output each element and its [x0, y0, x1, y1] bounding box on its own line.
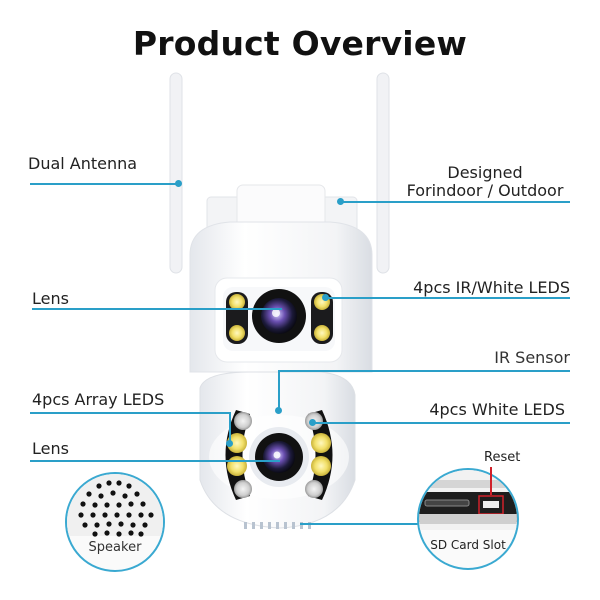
leader-line-white-leds — [312, 422, 570, 424]
leader-dot-white-leds — [309, 419, 316, 426]
antenna-left — [169, 72, 183, 274]
leader-line-designed — [340, 201, 570, 203]
leader-line-ir-sensor — [278, 370, 570, 372]
leader-dot-array-leds — [226, 440, 233, 447]
sd-card-label: SD Card Slot — [430, 538, 506, 552]
leader-dot-designed — [337, 198, 344, 205]
speaker-grill-icon — [67, 474, 163, 537]
leader-line-sd-card — [300, 523, 420, 525]
label-array-leds: 4pcs Array LEDS — [32, 390, 165, 409]
leader-line-lens-top — [32, 308, 282, 310]
label-designed-line2: Forindoor / Outdoor — [406, 180, 564, 200]
label-ir-white-leds: 4pcs IR/White LEDS — [413, 278, 570, 297]
speaker-label: Speaker — [88, 540, 142, 555]
label-reset: Reset — [484, 450, 521, 465]
reset-leader-line — [490, 467, 492, 495]
speaker-inset: Speaker — [65, 472, 165, 572]
leader-line-ir-white-leds — [325, 297, 570, 299]
label-designed: Designed Forindoor / Outdoor — [405, 164, 565, 199]
leader-dot-antenna — [175, 180, 182, 187]
leader-dot-ir-white-leds — [322, 294, 329, 301]
label-ir-sensor: IR Sensor — [494, 348, 570, 367]
leader-line-antenna — [30, 183, 178, 185]
leader-dot-ir-sensor — [275, 407, 282, 414]
antenna-right — [376, 72, 390, 274]
label-lens-bottom: Lens — [32, 439, 69, 458]
label-designed-line1: Designed — [447, 163, 523, 182]
leader-line-array-leds — [30, 412, 230, 414]
page-title: Product Overview — [132, 24, 468, 63]
label-white-leds: 4pcs White LEDS — [429, 400, 565, 419]
sd-card-slot-icon — [419, 470, 517, 530]
leader-line-lens-bottom — [30, 460, 280, 462]
label-dual-antenna: Dual Antenna — [28, 154, 138, 173]
label-lens-top: Lens — [32, 289, 69, 308]
sd-card-inset: SD Card Slot — [417, 468, 519, 570]
leader-vline-array-leds — [229, 412, 231, 442]
leader-vline-ir-sensor — [278, 370, 280, 410]
